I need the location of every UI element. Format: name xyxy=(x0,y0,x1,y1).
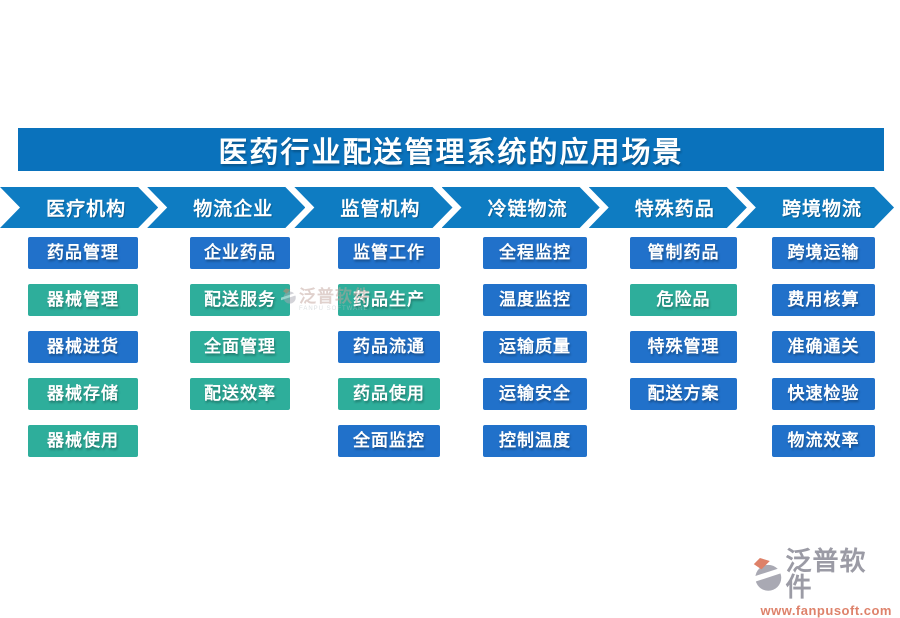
feature-column-1: 药品管理器械管理器械进货器械存储器械使用 xyxy=(28,237,138,457)
feature-box: 监管工作 xyxy=(338,237,440,269)
category-arrow-band: 医疗机构 物流企业 监管机构 冷链物流 特殊药品 跨境物流 xyxy=(0,187,894,228)
feature-box: 全面监控 xyxy=(338,425,440,457)
feature-box: 温度监控 xyxy=(483,284,587,316)
feature-box: 药品流通 xyxy=(338,331,440,363)
feature-column-3: 监管工作药品生产药品流通药品使用全面监控 xyxy=(338,237,440,457)
fanpu-logo-icon xyxy=(750,557,784,591)
feature-box: 管制药品 xyxy=(630,237,737,269)
feature-box: 配送效率 xyxy=(190,378,290,410)
feature-box: 器械进货 xyxy=(28,331,138,363)
feature-box: 准确通关 xyxy=(772,331,875,363)
brand-url: www.fanpusoft.com xyxy=(760,603,892,618)
feature-column-4: 全程监控温度监控运输质量运输安全控制温度 xyxy=(483,237,587,457)
feature-column-2: 企业药品配送服务全面管理配送效率 xyxy=(190,237,290,410)
feature-box: 物流效率 xyxy=(772,425,875,457)
feature-box: 药品使用 xyxy=(338,378,440,410)
feature-column-5: 管制药品危险品特殊管理配送方案 xyxy=(630,237,737,410)
feature-box: 全程监控 xyxy=(483,237,587,269)
title-bar: 医药行业配送管理系统的应用场景 xyxy=(18,128,884,171)
feature-column-6: 跨境运输费用核算准确通关快速检验物流效率 xyxy=(772,237,875,457)
feature-box: 器械存储 xyxy=(28,378,138,410)
category-label: 医疗机构 xyxy=(46,199,127,220)
feature-box: 药品管理 xyxy=(28,237,138,269)
category-label: 监管机构 xyxy=(340,199,421,220)
feature-box: 药品生产 xyxy=(338,284,440,316)
category-arrow-2: 物流企业 xyxy=(147,187,305,228)
feature-box: 运输质量 xyxy=(483,331,587,363)
brand-watermark: 泛普软件 www.fanpusoft.com xyxy=(750,549,892,618)
category-arrow-6: 跨境物流 xyxy=(736,187,894,228)
feature-box: 运输安全 xyxy=(483,378,587,410)
category-arrow-4: 冷链物流 xyxy=(442,187,600,228)
feature-box: 配送服务 xyxy=(190,284,290,316)
category-label: 特殊药品 xyxy=(634,199,715,220)
category-label: 物流企业 xyxy=(193,199,274,220)
feature-box: 控制温度 xyxy=(483,425,587,457)
feature-box: 企业药品 xyxy=(190,237,290,269)
feature-box: 全面管理 xyxy=(190,331,290,363)
category-arrow-3: 监管机构 xyxy=(294,187,452,228)
feature-box: 跨境运输 xyxy=(772,237,875,269)
diagram-canvas: 医药行业配送管理系统的应用场景 医疗机构 物流企业 监管机构 冷链物流 特殊药品 跨境物流… xyxy=(0,128,895,618)
category-arrow-1: 医疗机构 xyxy=(0,187,158,228)
category-label: 冷链物流 xyxy=(487,199,568,220)
page-title: 医药行业配送管理系统的应用场景 xyxy=(218,136,684,169)
brand-name: 泛普软件 xyxy=(785,547,867,602)
feature-box: 危险品 xyxy=(630,284,737,316)
feature-box: 器械使用 xyxy=(28,425,138,457)
feature-box: 快速检验 xyxy=(772,378,875,410)
feature-box: 配送方案 xyxy=(630,378,737,410)
category-arrow-5: 特殊药品 xyxy=(589,187,747,228)
feature-box: 特殊管理 xyxy=(630,331,737,363)
feature-box: 器械管理 xyxy=(28,284,138,316)
feature-box: 费用核算 xyxy=(772,284,875,316)
category-label: 跨境物流 xyxy=(781,199,862,220)
